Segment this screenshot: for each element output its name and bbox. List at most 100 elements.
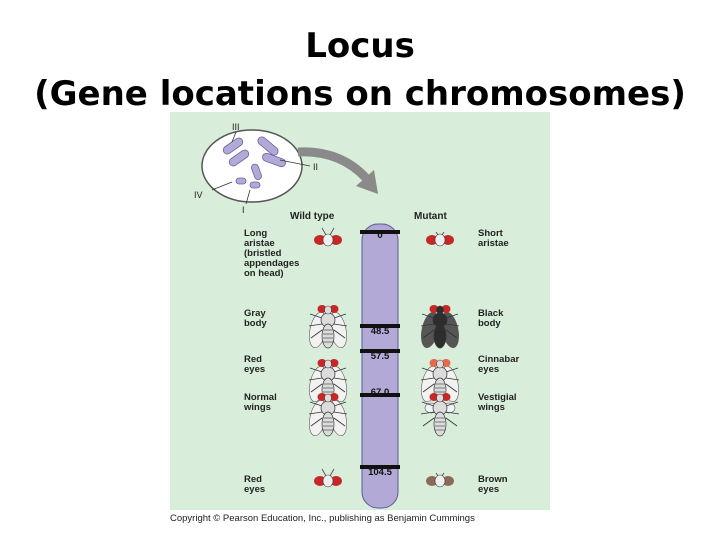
fly-abdomen-icon	[321, 411, 335, 437]
wild-trait-line: Long	[244, 228, 267, 239]
locus-band	[360, 324, 400, 328]
label-pointer	[231, 131, 237, 143]
fly-head-icon	[434, 233, 446, 247]
locus-position-label: 104.5	[368, 467, 392, 478]
label-pointer	[279, 159, 311, 167]
wild-fly-icon	[308, 393, 348, 437]
wild-fly-icon	[314, 468, 342, 488]
slide-subtitle: (Gene locations on chromosomes)	[34, 74, 686, 114]
fly-legs-icon	[420, 313, 460, 339]
fly-eye-icon	[429, 305, 439, 313]
wild-trait-line: appendages	[244, 258, 299, 269]
wild-trait-line: wings	[243, 402, 271, 413]
mutant-header: Mutant	[414, 211, 447, 222]
copyright-text: Copyright © Pearson Education, Inc., pub…	[170, 513, 475, 524]
wild-trait-line: Red	[244, 474, 262, 485]
wild-trait-line: on head)	[244, 268, 284, 279]
chromosome-label-iii: III	[232, 122, 240, 132]
locus-position-label: 57.5	[371, 351, 390, 362]
wild-trait-line: eyes	[244, 484, 265, 495]
locus-band	[360, 393, 400, 397]
fly-aristae-icon	[321, 468, 335, 477]
mutant-fly-icon	[420, 393, 460, 437]
fly-eye-icon	[429, 359, 439, 367]
fly-eye-icon	[429, 393, 439, 401]
wild-trait-line: (bristled	[244, 248, 282, 259]
wild-trait-line: aristae	[244, 238, 275, 249]
chromosome-label-iv: IV	[194, 190, 203, 200]
chromosome-shape	[262, 152, 286, 168]
chromosome-shape	[251, 163, 262, 180]
mutant-trait-line: aristae	[478, 238, 509, 249]
locus-band	[360, 465, 400, 469]
chromosome-shape	[249, 181, 261, 189]
fly-legs-icon	[420, 367, 460, 393]
fly-head-icon	[436, 305, 444, 315]
chromosome-label-i: I	[242, 205, 245, 215]
fly-head-icon	[436, 393, 444, 403]
fly-eye-icon	[329, 359, 339, 367]
wild-trait-line: Gray	[244, 308, 266, 319]
fly-head-icon	[324, 305, 332, 315]
wild-fly-icon	[308, 305, 348, 349]
wild-trait-line: Normal	[244, 392, 277, 403]
locus-position-label: 48.5	[371, 326, 390, 337]
fly-eye-icon	[441, 305, 451, 313]
mutant-trait-line: wings	[477, 402, 505, 413]
mutant-trait-line: Vestigial	[478, 392, 517, 403]
slide-title: Locus	[305, 26, 415, 66]
fly-eye-icon	[426, 235, 438, 245]
wild-fly-icon	[314, 227, 342, 247]
fly-head-icon	[322, 233, 334, 247]
mutant-trait-line: Black	[478, 308, 504, 319]
label-pointer	[211, 181, 233, 191]
chromosome-shape	[235, 177, 247, 185]
locus-band	[360, 230, 400, 234]
fly-eye-icon	[314, 235, 326, 245]
fly-aristae-icon	[321, 227, 335, 236]
mutant-fly-icon	[426, 231, 454, 247]
fly-head-icon	[434, 474, 446, 488]
fly-eye-icon	[426, 476, 438, 486]
wild-trait-line: body	[244, 318, 267, 329]
fly-eye-icon	[314, 476, 326, 486]
fly-eye-icon	[329, 305, 339, 313]
fly-legs-icon	[308, 313, 348, 339]
mutant-trait-line: Short	[478, 228, 504, 239]
locus-position-label: 67.0	[371, 387, 390, 398]
locus-band	[360, 349, 400, 353]
fly-abdomen-icon	[321, 323, 335, 349]
wild-trait-line: Red	[244, 354, 262, 365]
fly-eye-icon	[329, 393, 339, 401]
mutant-fly-icon	[426, 472, 454, 488]
fly-head-icon	[322, 474, 334, 488]
fly-head-icon	[324, 359, 332, 369]
label-pointer	[245, 189, 251, 205]
fly-head-icon	[324, 393, 332, 403]
chromosome-bar	[361, 223, 399, 509]
fly-eye-icon	[441, 393, 451, 401]
locus-position-label: 0	[377, 230, 382, 241]
fly-aristae-icon	[435, 472, 445, 477]
nucleus-diagram: III II IV I	[194, 122, 318, 215]
wild-trait-line: eyes	[244, 364, 265, 375]
fly-eye-icon	[330, 476, 342, 486]
fly-eye-icon	[317, 359, 327, 367]
fly-legs-icon	[420, 401, 460, 427]
mutant-trait-line: Brown	[478, 474, 508, 485]
mutant-trait-line: body	[478, 318, 501, 329]
fly-eye-icon	[442, 476, 454, 486]
fly-legs-icon	[308, 401, 348, 427]
fly-eye-icon	[317, 305, 327, 313]
